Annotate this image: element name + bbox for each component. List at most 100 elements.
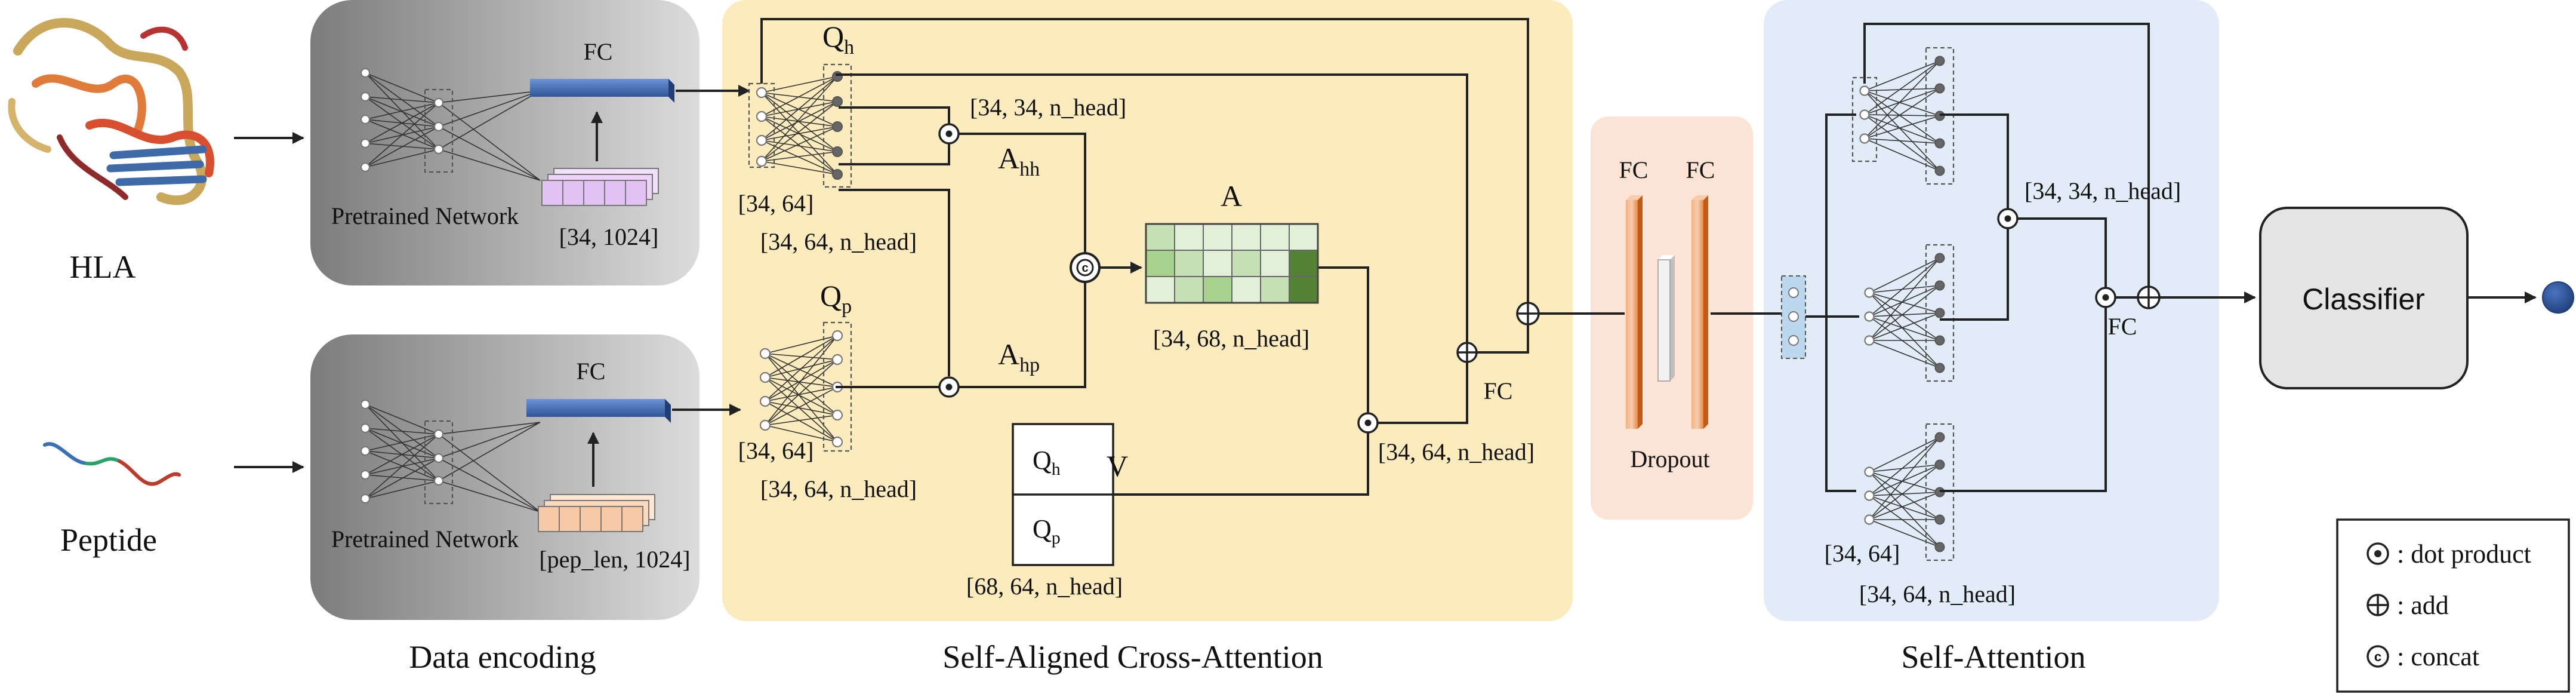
- fc-layer-hla: [530, 79, 674, 103]
- legend-add-icon: [2367, 594, 2389, 616]
- qp-input-shape: [34, 64]: [738, 437, 814, 464]
- qh-projection-network: [748, 63, 852, 188]
- wire-ahp-to-concat: [958, 281, 1086, 388]
- pretrained-network-peptide-label: Pretrained Network: [331, 526, 519, 552]
- panel-title-encoding: Data encoding: [409, 639, 596, 675]
- pretrained-network-hla: [360, 67, 541, 181]
- concat-operator: c: [1070, 252, 1101, 283]
- attention-matrix-label: A: [1221, 179, 1242, 213]
- wire-qh-to-ahh-b: [839, 142, 950, 165]
- output-node: [2542, 281, 2574, 314]
- add-operator-fc: [1456, 342, 1478, 363]
- wire-q-to-attn-dot: [1940, 113, 2009, 210]
- attention-matrix-cell: [1203, 276, 1232, 303]
- legend-concat-text: : concat: [2397, 642, 2479, 671]
- attention-matrix-cell: [1289, 276, 1318, 303]
- concat-symbol: c: [1081, 262, 1088, 275]
- qh-output-shape: [34, 64, n_head]: [760, 228, 917, 255]
- pretrained-network-hla-label: Pretrained Network: [331, 202, 519, 229]
- ahh-label: Ahh: [998, 142, 1040, 180]
- attention-matrix-cell: [1260, 223, 1290, 251]
- self-attn-shape: [34, 34, n_head]: [2025, 177, 2181, 204]
- add-operator-residual: [1516, 302, 1540, 326]
- wire-qh-to-ahh-a: [839, 106, 950, 125]
- peptide-embedding-shape: [pep_len, 1024]: [539, 546, 690, 573]
- attention-matrix-cell: [1174, 223, 1204, 251]
- qh-input-shape: [34, 64]: [738, 190, 814, 217]
- attention-matrix-cell: [1289, 250, 1318, 277]
- fc-hla-label: FC: [584, 38, 613, 65]
- panel-title-self-attention: Self-Attention: [1902, 639, 2086, 675]
- qp-projection-network: [759, 321, 852, 452]
- self-attn-input-shape: [34, 64]: [1825, 540, 1900, 567]
- self-attn-fc-label: FC: [2108, 313, 2137, 340]
- qp-output-shape: [34, 64, n_head]: [760, 475, 917, 502]
- wire-attn-to-out-dot: [2016, 217, 2107, 289]
- self-attn-input-vector: [1781, 275, 1806, 359]
- peptide-chain-icon: [43, 442, 181, 486]
- wire-qh-residual: [760, 18, 1529, 305]
- wire-v-to-out-dot: [1940, 306, 2107, 492]
- cross-fc-label: FC: [1484, 377, 1513, 404]
- attention-matrix-cell: [1289, 223, 1318, 251]
- ahh-shape: [34, 34, n_head]: [970, 94, 1126, 121]
- self-key-network: [1864, 244, 1955, 382]
- wire-k-to-attn-dot: [1940, 227, 2009, 321]
- wire-ahh-to-concat: [958, 133, 1086, 256]
- self-attn-output-shape: [34, 64, n_head]: [1859, 581, 2016, 607]
- legend-dot-text: : dot product: [2397, 539, 2531, 569]
- legend: : dot product : add c : concat: [2336, 518, 2570, 693]
- dropout-fc-bar-2: [1691, 195, 1708, 429]
- embedding-stack-hla: [541, 168, 659, 206]
- value-matrix: [1012, 423, 1114, 566]
- cross-attention-panel: [722, 0, 1573, 621]
- embedding-stack-peptide: [538, 494, 655, 532]
- dropout-fc1-label: FC: [1619, 156, 1648, 183]
- cross-output-shape: [34, 64, n_head]: [1378, 438, 1534, 465]
- wire-output-to-fc-add: [1376, 361, 1468, 424]
- attention-matrix-cell: [1174, 250, 1204, 277]
- attention-matrix-cell: [1231, 276, 1261, 303]
- fc-layer-peptide: [526, 399, 671, 423]
- attention-matrix-cell: [1145, 250, 1175, 277]
- fc-peptide-label: FC: [577, 358, 606, 385]
- pretrained-network-peptide: [360, 399, 541, 512]
- attention-matrix: [1145, 223, 1319, 304]
- dot-product-output: [1357, 412, 1379, 434]
- panel-title-cross-attention: Self-Aligned Cross-Attention: [942, 639, 1323, 675]
- wire-v-to-output: [1113, 431, 1369, 496]
- wire-self-input-to-v: [1805, 315, 1856, 492]
- classifier-label: Classifier: [2302, 283, 2425, 316]
- value-matrix-label: V: [1107, 449, 1128, 483]
- value-matrix-bottom-label: Qp: [1033, 514, 1061, 548]
- self-attention-panel: [1764, 0, 2219, 621]
- legend-concat-symbol: c: [2374, 649, 2381, 664]
- wire-matrix-to-output: [1316, 266, 1369, 414]
- self-attn-output-dot-product: [2095, 287, 2116, 308]
- attention-matrix-cell: [1203, 250, 1232, 277]
- attention-matrix-cell: [1174, 276, 1204, 303]
- hla-embedding-shape: [34, 1024]: [559, 223, 659, 250]
- attention-matrix-cell: [1145, 223, 1175, 251]
- dot-product-ahp: [938, 376, 960, 398]
- wire-self-residual: [1863, 23, 2150, 288]
- attention-matrix-cell: [1203, 223, 1232, 251]
- self-query-network: [1851, 47, 1955, 185]
- peptide-label: Peptide: [60, 522, 157, 558]
- self-attn-dot-product: [1997, 208, 2019, 229]
- wire-fc-add-to-residual: [1475, 323, 1529, 354]
- qp-label: Qp: [820, 279, 852, 318]
- legend-concat-icon: c: [2367, 645, 2389, 668]
- dropout-label: Dropout: [1630, 446, 1709, 472]
- ahp-label: Ahp: [998, 337, 1040, 376]
- wire-qh-to-ahp: [839, 189, 950, 376]
- attention-matrix-cell: [1231, 250, 1261, 277]
- dot-product-ahh: [938, 123, 960, 145]
- value-matrix-shape: [68, 64, n_head]: [966, 573, 1123, 600]
- dropout-fc-bar-1: [1626, 195, 1643, 429]
- qh-label: Qh: [822, 20, 854, 59]
- value-matrix-top-label: Qh: [1033, 446, 1061, 479]
- protein-structure-icon: [8, 18, 214, 205]
- hla-label: HLA: [70, 249, 136, 285]
